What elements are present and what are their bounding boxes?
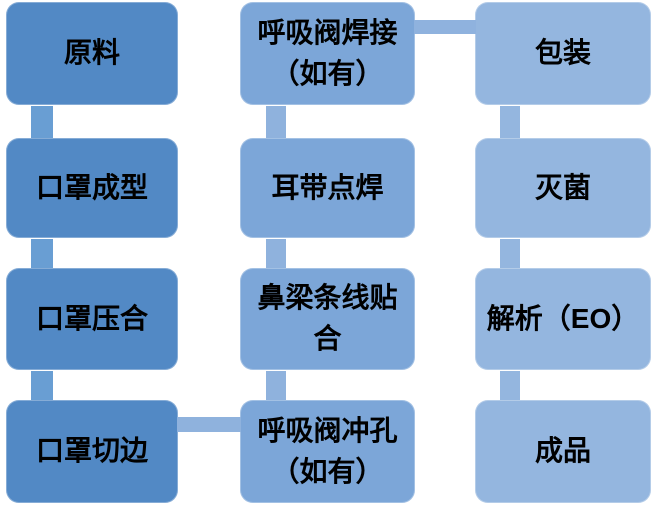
connector-packaging-to-sterilization	[500, 106, 520, 138]
node-raw-material: 原料	[6, 2, 178, 105]
node-valve-punching: 呼吸阀冲孔 （如有）	[240, 400, 415, 503]
node-mask-forming: 口罩成型	[6, 138, 178, 238]
connector-eo-desorption-to-finished-product	[500, 371, 520, 400]
node-finished-product: 成品	[475, 400, 651, 503]
connector-nose-strip-to-ear-strap-weld	[266, 239, 286, 268]
node-mask-pressing: 口罩压合	[6, 268, 178, 370]
node-sterilization: 灭菌	[475, 138, 651, 238]
connector-raw-material-to-mask-forming	[31, 106, 53, 138]
connector-valve-punching-to-nose-strip	[266, 371, 286, 400]
connector-sterilization-to-eo-desorption	[500, 239, 520, 268]
connector-mask-edge-cutting-to-valve-punching	[177, 417, 241, 432]
node-ear-strap-spot-weld: 耳带点焊	[240, 138, 415, 238]
node-nose-strip-lamination: 鼻梁条线贴 合	[240, 268, 415, 370]
connector-ear-strap-weld-to-valve-welding	[266, 106, 286, 138]
node-valve-welding: 呼吸阀焊接 （如有）	[240, 2, 415, 105]
connector-mask-forming-to-mask-pressing	[31, 239, 53, 268]
connector-valve-welding-to-packaging	[414, 20, 476, 34]
node-eo-desorption: 解析（EO）	[475, 268, 651, 370]
node-packaging: 包装	[475, 2, 651, 105]
node-mask-edge-cutting: 口罩切边	[6, 400, 178, 503]
connector-mask-pressing-to-mask-edge-cutting	[31, 371, 53, 400]
